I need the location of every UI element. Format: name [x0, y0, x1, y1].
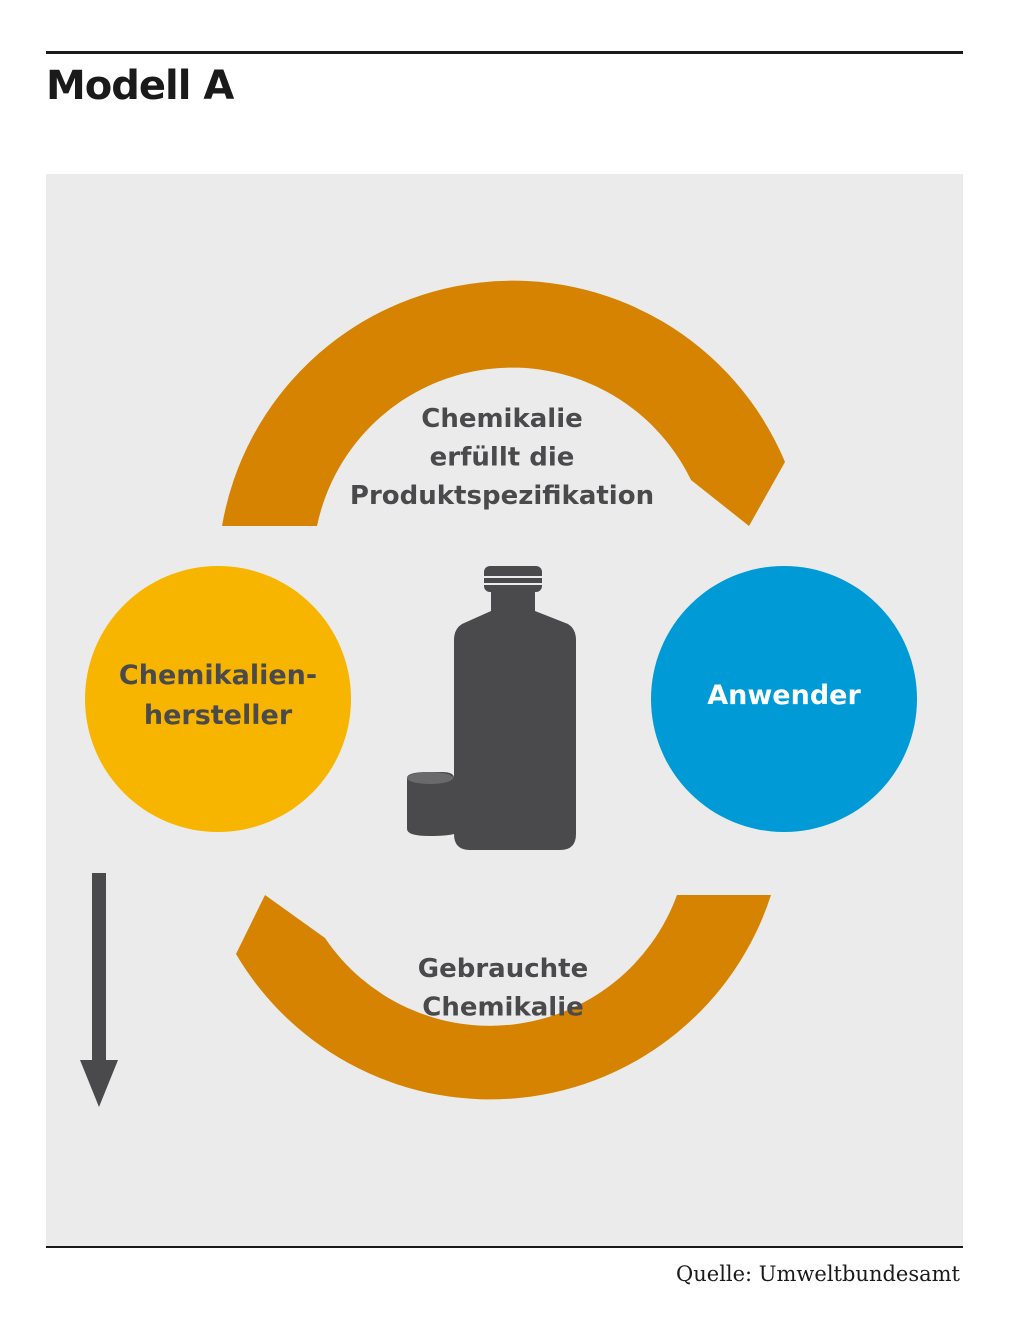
producer-label: Chemikalien-hersteller	[119, 660, 317, 731]
top-flow-arrow	[222, 280, 785, 526]
producer-node	[85, 566, 351, 832]
diagram-panel: Chemikalien-hersteller Anwender Chemikal…	[46, 174, 963, 1246]
user-label: Anwender	[707, 680, 861, 711]
bottom-rule	[46, 1246, 963, 1248]
bottle-cap-icon	[407, 772, 454, 836]
diagram-title: Modell A	[46, 63, 234, 109]
bottle-icon	[454, 566, 576, 850]
down-arrow-icon	[80, 873, 118, 1107]
bottom-flow-arrow	[236, 895, 771, 1100]
top-rule	[46, 51, 963, 54]
source-note: Quelle: Umweltbundesamt	[676, 1262, 960, 1286]
cycle-diagram: Chemikalien-hersteller Anwender Chemikal…	[80, 280, 917, 1107]
user-node	[651, 566, 917, 832]
